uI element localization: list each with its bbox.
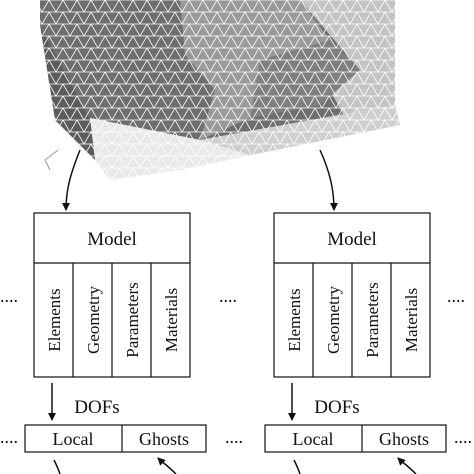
ellipsis-middle-model: .... [219, 286, 237, 306]
right-dofs-label: DOFs [314, 397, 359, 418]
right-local-label: Local [293, 429, 334, 449]
right-bottom-arrow-in [397, 457, 417, 474]
ellipsis-right-dofs: .... [454, 427, 472, 447]
right-column-geometry: Geometry [324, 286, 343, 354]
left-column-elements: Elements [45, 288, 64, 351]
arrow-to-right-model [319, 149, 338, 211]
right-panel: Model Elements Geometry Parameters Mater… [264, 212, 447, 474]
mesh-block [40, 0, 400, 180]
left-column-materials: Materials [162, 288, 181, 352]
right-model-label: Model [327, 229, 377, 250]
left-ghosts-label: Ghosts [139, 429, 189, 449]
right-ghosts-label: Ghosts [379, 429, 429, 449]
left-panel: Model Elements Geometry Parameters Mater… [24, 212, 207, 474]
left-column-parameters: Parameters [123, 282, 142, 358]
axis-marks [44, 149, 59, 171]
arrow-to-left-model [62, 149, 81, 211]
left-column-geometry: Geometry [84, 286, 103, 354]
right-dof-box [264, 424, 447, 453]
left-dof-box [24, 424, 207, 453]
ellipsis-middle-dofs: .... [225, 427, 243, 447]
right-column-elements: Elements [285, 288, 304, 351]
left-bottom-arrow-in [157, 457, 177, 474]
ellipsis-left-model: .... [0, 286, 18, 306]
right-column-materials: Materials [402, 288, 421, 352]
ellipsis-right-model: .... [447, 286, 465, 306]
mesh-lines [40, 0, 400, 180]
left-dofs-label: DOFs [74, 397, 119, 418]
left-model-label: Model [87, 229, 137, 250]
ellipsis-left-dofs: .... [0, 427, 18, 447]
right-column-parameters: Parameters [363, 282, 382, 358]
right-bottom-arrow-out [293, 459, 301, 474]
left-bottom-arrow-out [53, 459, 61, 474]
left-local-label: Local [53, 429, 94, 449]
